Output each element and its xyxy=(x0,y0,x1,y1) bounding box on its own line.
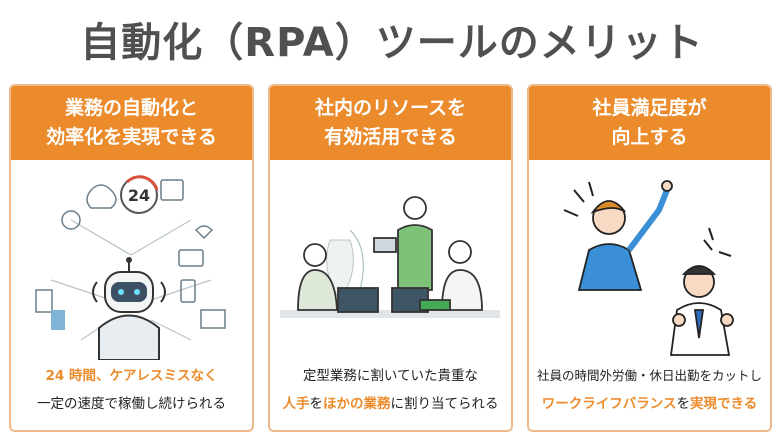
card-header: 社内のリソースを 有効活用できる xyxy=(270,86,511,160)
robot-icon: 24 xyxy=(35,175,226,360)
card-header-line: 向上する xyxy=(611,126,688,148)
laptop-icon xyxy=(337,287,379,313)
raised-arm xyxy=(626,188,670,252)
person-body xyxy=(577,243,643,291)
badge-24: 24 xyxy=(128,186,150,205)
office-meeting-icon xyxy=(280,196,500,318)
benefit-card-resources: 社内のリソースを 有効活用できる 定型業務に割いていた貴重な 人手をほかの業務に… xyxy=(268,84,513,432)
person-body xyxy=(297,269,338,311)
gear-icon xyxy=(61,210,81,230)
card-desc-line2: ワークライフバランスを実現できる xyxy=(541,396,758,412)
cloud-icon xyxy=(86,184,117,209)
benefit-card-automation: 業務の自動化と 効率化を実現できる 24 xyxy=(9,84,254,432)
card-header: 社員満足度が 向上する xyxy=(529,86,770,160)
card-description: 24 時間、ケアレスミスなく 一定の速度で稼働し続けられる xyxy=(11,362,252,418)
card-header-line: 効率化を実現できる xyxy=(46,126,217,148)
desk xyxy=(280,310,500,318)
phone-icon xyxy=(180,279,196,303)
card-header-line: 業務の自動化と xyxy=(64,97,198,119)
person-body-standing xyxy=(397,224,433,291)
benefit-card-satisfaction: 社員満足度が 向上する 社員の時間外労働・休日出勤をカットし ワークライフバラン… xyxy=(527,84,772,432)
happy-employees-icon xyxy=(563,180,734,356)
card-desc-line2: 一定の速度で稼働し続けられる xyxy=(37,396,226,412)
card-description: 社員の時間外労働・休日出勤をカットし ワークライフバランスを実現できる xyxy=(529,362,770,418)
briefcase-icon xyxy=(200,309,226,329)
card-desc-line2: 人手をほかの業務に割り当てられる xyxy=(282,396,499,412)
excitement-lines xyxy=(563,181,594,217)
card-header: 業務の自動化と 効率化を実現できる xyxy=(11,86,252,160)
calendar-icon xyxy=(160,179,184,201)
chart-icon xyxy=(51,310,65,330)
card-header-line: 有効活用できる xyxy=(324,126,457,148)
card-desc-line1: 定型業務に割いていた貴重な xyxy=(302,368,479,384)
card-description: 定型業務に割いていた貴重な 人手をほかの業務に割り当てられる xyxy=(270,362,511,418)
person-head xyxy=(303,243,327,267)
handshake-icon xyxy=(194,225,214,240)
document-icon xyxy=(35,289,53,313)
clock-icon: 24 xyxy=(120,175,159,214)
robot-body xyxy=(92,257,166,360)
card-desc-line1: 24 時間、ケアレスミスなく xyxy=(45,368,218,384)
mail-icon xyxy=(178,249,204,267)
card-header-line: 社員満足度が xyxy=(592,97,707,119)
card-desc-line1: 社員の時間外労働・休日出勤をカットし xyxy=(536,368,762,383)
card-header-line: 社内のリソースを xyxy=(314,97,467,119)
page-title: 自動化（RPA）ツールのメリット xyxy=(80,20,704,66)
